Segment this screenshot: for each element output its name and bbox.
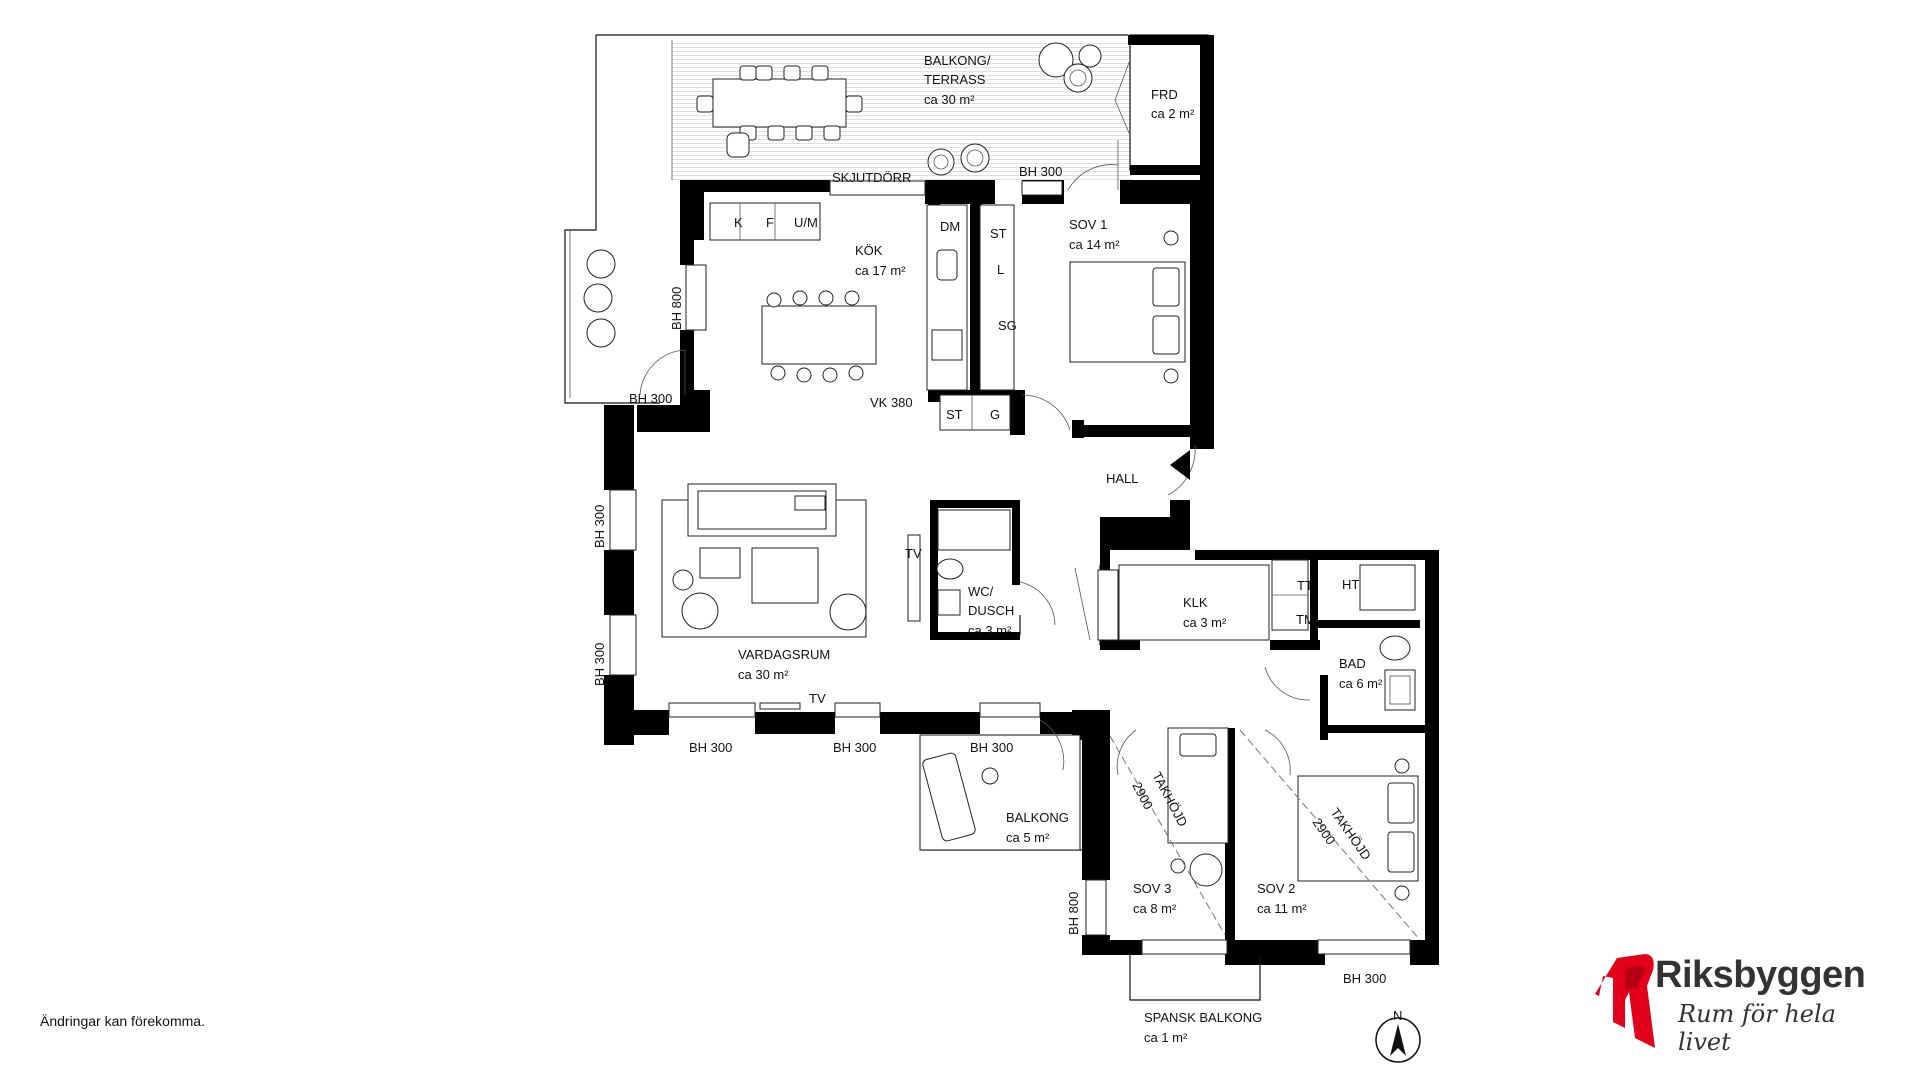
- disclaimer-text: Ändringar kan förekomma.: [40, 1013, 205, 1029]
- appliance-k: K: [734, 215, 743, 230]
- vk380-label: VK 380: [870, 395, 913, 410]
- appliance-sg: SG: [998, 318, 1017, 333]
- riksbyggen-mark-icon: [1595, 954, 1655, 1048]
- bad-area: ca 6 m²: [1339, 676, 1383, 691]
- bh300-bottom3-label: BH 300: [970, 740, 1013, 755]
- spansk-name: SPANSK BALKONG: [1144, 1010, 1262, 1025]
- appliance-um: U/M: [794, 215, 818, 230]
- bh300-kitchen-label: BH 300: [629, 391, 672, 406]
- frd-name: FRD: [1151, 87, 1178, 102]
- appliance-st2: ST: [946, 407, 963, 422]
- small-balcony: [919, 734, 1081, 851]
- bh800-kitchen-label: BH 800: [669, 287, 684, 330]
- riksbyggen-logo: Riksbyggen Rum för hela livet: [1595, 948, 1895, 1058]
- bh800-sov3-label: BH 800: [1066, 892, 1081, 935]
- living-room-furniture: [661, 483, 921, 638]
- appliance-ht: HT: [1342, 577, 1359, 592]
- appliance-tt: TT: [1297, 578, 1313, 593]
- terrace-name-1: BALKONG/: [924, 53, 991, 68]
- tv1-label: TV: [905, 546, 922, 561]
- walls: [604, 180, 1439, 965]
- sov1-area: ca 14 m²: [1069, 237, 1120, 252]
- appliance-g: G: [990, 407, 1000, 422]
- frd-area: ca 2 m²: [1151, 106, 1195, 121]
- living-name: VARDAGSRUM: [738, 647, 830, 662]
- wc-fixtures: [936, 509, 1011, 616]
- north-label: N: [1393, 1008, 1402, 1023]
- bh300-sov2-label: BH 300: [1343, 971, 1386, 986]
- appliance-f: F: [766, 215, 774, 230]
- sov1-name: SOV 1: [1069, 217, 1107, 232]
- sov2-furniture: [1239, 729, 1421, 941]
- bh300-left2-label: BH 300: [592, 643, 607, 686]
- tv2-label: TV: [809, 691, 826, 706]
- left-balcony-furniture: [583, 249, 616, 348]
- hall-name: HALL: [1106, 471, 1139, 486]
- logo-tagline: Rum för hela livet: [1678, 1000, 1836, 1056]
- spansk-area: ca 1 m²: [1144, 1030, 1188, 1045]
- bh300-left1-label: BH 300: [592, 505, 607, 548]
- wc-area: ca 3 m²: [968, 623, 1012, 638]
- terrace-area: ca 30 m²: [924, 92, 975, 107]
- living-area: ca 30 m²: [738, 667, 789, 682]
- sov3-name: SOV 3: [1133, 881, 1171, 896]
- frd-storage: [1114, 34, 1214, 210]
- kitchen-name: KÖK: [855, 243, 883, 258]
- takhojd-a-value: 2900: [1129, 779, 1156, 812]
- sov3-area: ca 8 m²: [1133, 901, 1177, 916]
- kitchen-counters: [709, 202, 1015, 431]
- north-compass: [1375, 1017, 1421, 1063]
- sov2-name: SOV 2: [1257, 881, 1295, 896]
- appliance-st: ST: [990, 226, 1007, 241]
- klk-area: ca 3 m²: [1183, 615, 1227, 630]
- wc-name-1: WC/: [968, 584, 994, 599]
- terrace-dining-set: [696, 42, 1102, 176]
- interior-lines: [609, 180, 1411, 1001]
- terrace-name-2: TERRASS: [924, 72, 986, 87]
- bad-name: BAD: [1339, 656, 1366, 671]
- bad-fixtures: [1359, 564, 1416, 711]
- sov2-area: ca 11 m²: [1257, 901, 1307, 916]
- appliance-tm: TM: [1296, 612, 1315, 627]
- skjutdorr-label: SKJUTDÖRR: [832, 170, 911, 185]
- small-balcony-name: BALKONG: [1006, 810, 1069, 825]
- bh300-balcony-label: BH 300: [1019, 164, 1062, 179]
- logo-name: Riksbyggen: [1655, 954, 1866, 996]
- small-balcony-area: ca 5 m²: [1006, 830, 1050, 845]
- appliance-dm: DM: [940, 219, 960, 234]
- bh300-bottom1-label: BH 300: [689, 740, 732, 755]
- klk-fixtures: [1097, 559, 1309, 641]
- door-swings: [639, 140, 1311, 776]
- sov3-furniture: [1109, 727, 1229, 936]
- appliance-l: L: [997, 262, 1004, 277]
- kitchen-area: ca 17 m²: [855, 263, 906, 278]
- kitchen-dining-table: [761, 290, 877, 383]
- wc-name-2: DUSCH: [968, 603, 1014, 618]
- klk-name: KLK: [1183, 595, 1208, 610]
- sov1-bed: [1069, 230, 1186, 384]
- bh300-bottom2-label: BH 300: [833, 740, 876, 755]
